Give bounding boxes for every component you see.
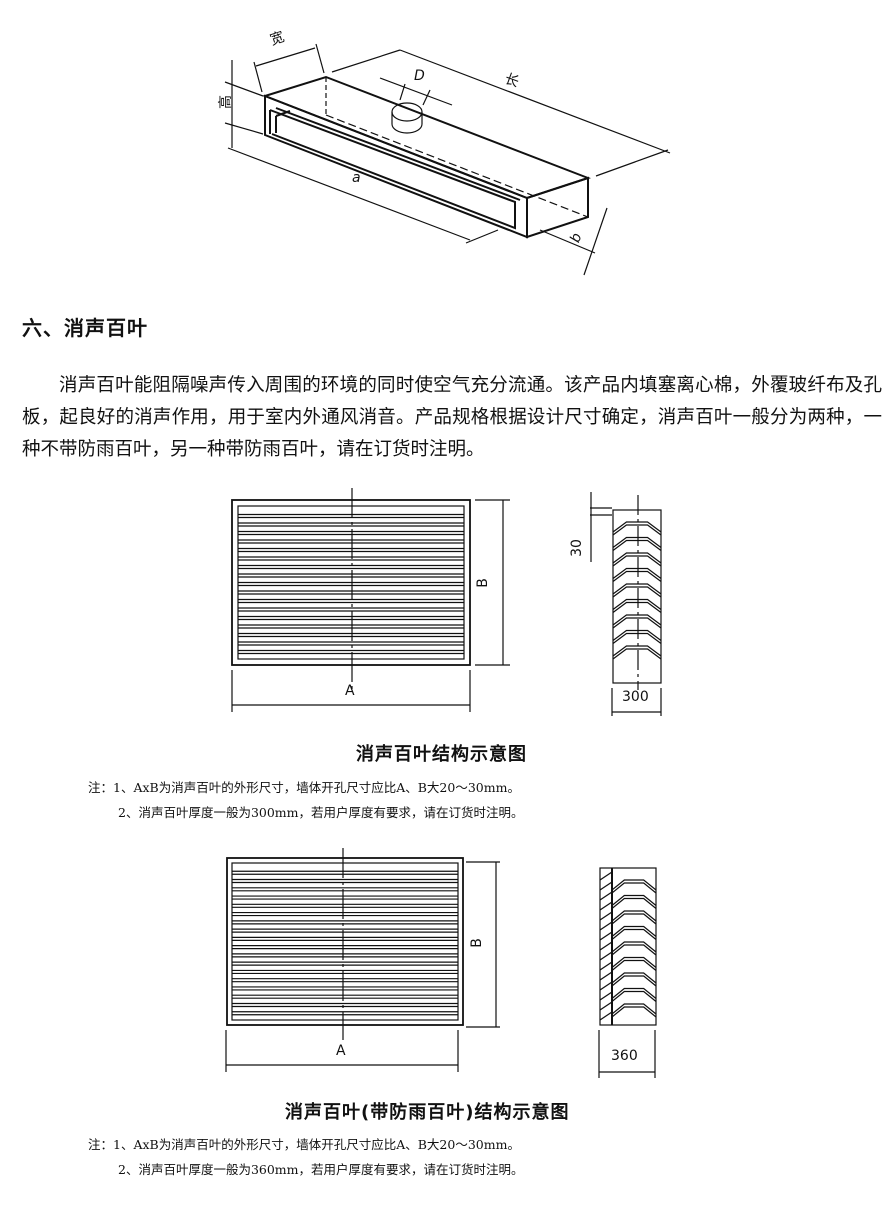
hatch-line [599,901,613,911]
dim-a-label: A [345,683,355,699]
blade-chevron [612,586,662,598]
louver-blades-side [611,879,657,1018]
hatch-line [599,911,613,921]
blade-chevron [612,598,662,610]
hatch-line [599,941,613,951]
blade-chevron [611,897,657,909]
blade-chevron [612,583,662,595]
label-a: a [352,170,361,186]
hatch-line [599,891,613,901]
blade-chevron [611,879,657,891]
blade-chevron [611,928,657,940]
hatch-line [599,1001,613,1011]
hatch-line [599,931,613,941]
blade-chevron [612,524,662,536]
figure2-note2: 2、消声百叶厚度一般为360mm，若用户厚度有要求，请在订货时注明。 [118,1162,524,1177]
blade-chevron [611,1006,657,1018]
hatch-line [599,991,613,1001]
hatch-line [599,971,613,981]
paragraph-text: 消声百叶能阻隔噪声传入周围的环境的同时使空气充分流通。该产品内填塞离心棉，外覆玻… [22,375,882,460]
label-diameter: D [414,68,425,84]
dim-depth-label: 360 [611,1048,638,1064]
rain-louver-hatch [599,871,613,1021]
blade-chevron [611,910,657,922]
blade-chevron [612,567,662,579]
blade-chevron [611,894,657,906]
figure2-note1: 注：1、AxB为消声百叶的外形尺寸，墙体开孔尺寸应比A、B大20～30mm。 [88,1137,520,1152]
hatch-line [599,881,613,891]
blade-chevron [612,539,662,551]
dim-a-label: A [336,1043,346,1059]
blade-chevron [612,536,662,548]
silencer-duct-isometric-drawing [224,43,671,276]
blade-chevron [611,959,657,971]
louver-slats [238,513,464,655]
blade-chevron [612,632,662,644]
blade-chevron [611,941,657,953]
dim-b-label: B [468,938,485,948]
dim-depth-label: 300 [622,689,649,705]
louver-blades-side [612,521,662,660]
blade-chevron [612,521,662,533]
blade-chevron [611,944,657,956]
blade-chevron [612,629,662,641]
hatch-line [599,961,613,971]
hatch-line [599,921,613,931]
blade-chevron [611,956,657,968]
blade-chevron [612,617,662,629]
blade-chevron [611,972,657,984]
figure1-caption: 消声百叶结构示意图 [356,744,527,765]
louver-slats [232,870,458,1016]
blade-chevron [612,645,662,657]
blade-chevron [612,570,662,582]
section-heading: 六、消声百叶 [22,316,148,340]
hatch-line [599,871,613,881]
blade-chevron [612,552,662,564]
section-paragraph: 消声百叶能阻隔噪声传入周围的环境的同时使空气充分流通。该产品内填塞离心棉，外覆玻… [22,370,882,466]
figure1-note2: 2、消声百叶厚度一般为300mm，若用户厚度有要求，请在订货时注明。 [118,805,524,820]
hatch-line [599,1011,613,1021]
blade-chevron [612,601,662,613]
blade-chevron [611,925,657,937]
blade-chevron [612,614,662,626]
blade-chevron [612,648,662,660]
blade-chevron [611,1003,657,1015]
blade-chevron [611,990,657,1002]
blade-chevron [611,913,657,925]
blade-chevron [612,555,662,567]
hatch-line [599,981,613,991]
hatch-line [599,951,613,961]
figure1-note1: 注：1、AxB为消声百叶的外形尺寸，墙体开孔尺寸应比A、B大20～30mm。 [88,780,520,795]
blade-chevron [611,975,657,987]
blade-chevron [611,987,657,999]
blade-chevron [611,882,657,894]
figure2-caption: 消声百叶(带防雨百叶)结构示意图 [285,1102,570,1123]
